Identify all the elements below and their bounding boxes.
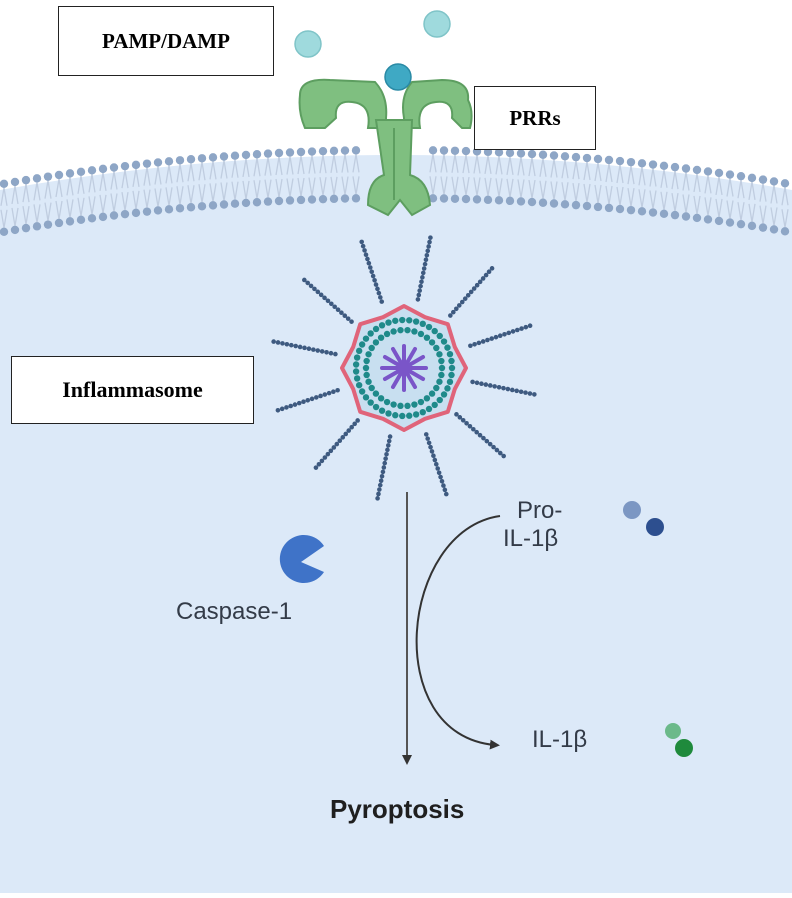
pro-il1b-label-line2: IL-1β [503, 524, 559, 552]
prrs-label: PRRs [474, 86, 596, 150]
il1b-label: IL-1β [532, 726, 588, 753]
pro-il1b-label: Pro- IL-1β [503, 497, 562, 552]
il1b-icon [665, 723, 693, 757]
caspase-label: Caspase-1 [176, 598, 293, 625]
bound-ligand-icon [384, 63, 412, 91]
pamp-ligand-icon [294, 10, 451, 58]
pyroptosis-label: Pyroptosis [330, 794, 465, 824]
inflammasome-icon [271, 235, 537, 501]
prr-receptor-icon [298, 78, 473, 217]
pro-il1b-icon [623, 501, 664, 536]
caspase-pacman-icon [279, 535, 324, 583]
pamp-damp-label: PAMP/DAMP [58, 6, 274, 76]
cytoplasm [0, 155, 792, 893]
pro-il1b-label-line1: Pro- [517, 497, 563, 524]
cell-membrane [0, 146, 790, 237]
inflammasome-label: Inflammasome [11, 356, 254, 424]
processing-arrow [415, 515, 501, 750]
